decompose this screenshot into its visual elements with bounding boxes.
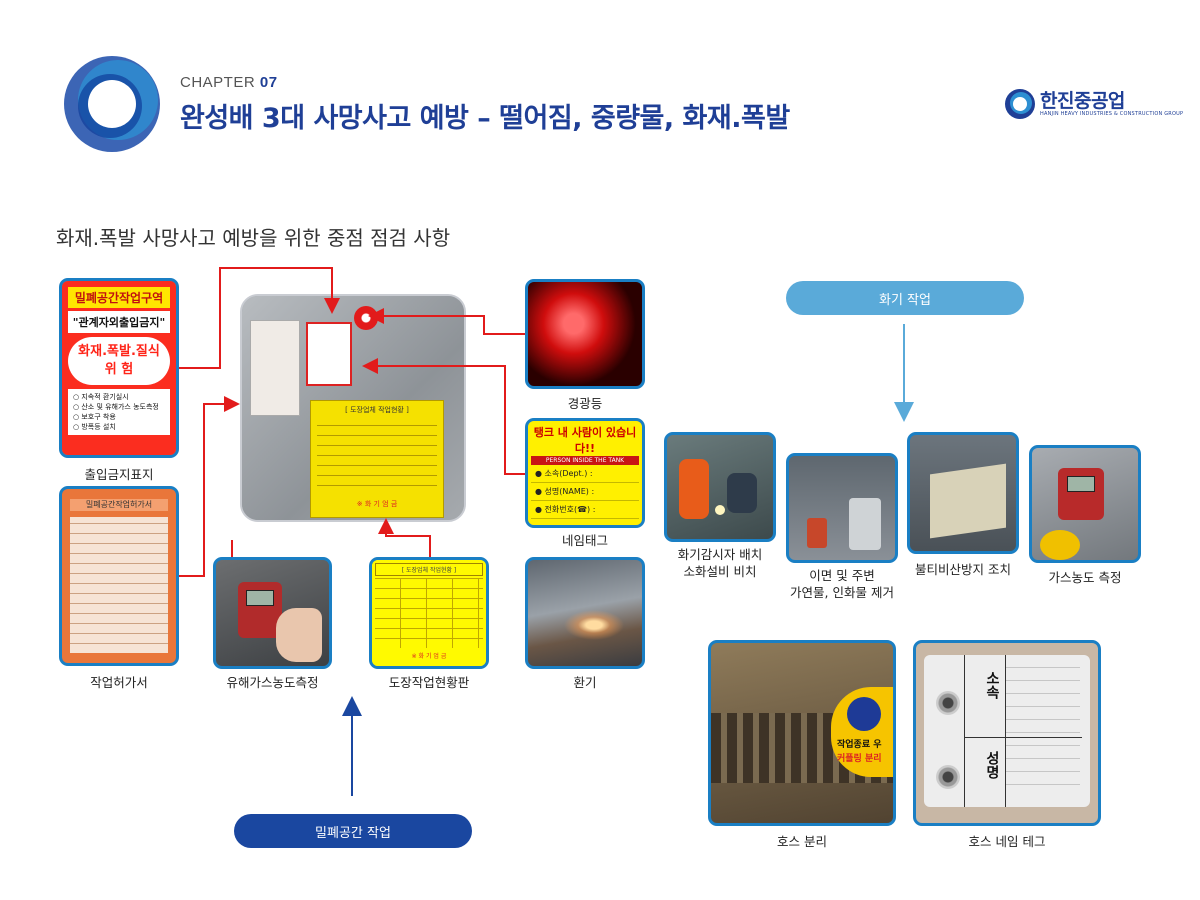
hose-disconnect-sign: 작업종료 우 커플링 분리 [831, 687, 893, 777]
sign-list-item: ○ 지속적 환기실시 [73, 393, 129, 401]
paint-work-status-board-photo: [ 도장업체 작업현황 ] ※ 화 기 엄 금 [369, 557, 489, 669]
confined-space-work-label: 밀폐공간 작업 [234, 814, 472, 848]
sign-notice: "관계자외출입금지" [68, 311, 170, 333]
name-tag-row: ● 전화번호(☎) : [531, 501, 639, 519]
arrow-board [378, 518, 431, 557]
tag-label-strip [964, 655, 1006, 807]
sign-danger-line2: 위 험 [104, 362, 134, 377]
sign-list-item: ○ 산소 및 유해가스 농도측정 [73, 403, 159, 411]
chapter-number: 07 [259, 74, 278, 91]
caption-gas-concentration: 가스농도 측정 [1048, 570, 1122, 585]
hose-disconnect-photo: 작업종료 우 커플링 분리 [708, 640, 896, 826]
hose-sign-text: 작업종료 우 [837, 740, 882, 750]
posted-status-board: [ 도장업체 작업현황 ] ※ 화 기 엄 금 [310, 400, 444, 518]
board-footer: ※ 화 기 엄 금 [411, 653, 447, 660]
sign-list-item: ○ 방폭등 설치 [73, 423, 116, 431]
sign-header: 밀폐공간작업구역 [68, 287, 170, 308]
chapter-text: CHAPTER [180, 74, 256, 91]
permit-form [70, 517, 168, 653]
caption-hose-disconnect: 호스 분리 [777, 834, 827, 849]
grommet-icon [936, 691, 960, 715]
chapter-ring-logo [64, 56, 160, 152]
caption-gas-measurement: 유해가스농도측정 [226, 675, 319, 690]
posted-board-footer: ※ 화 기 엄 금 [356, 500, 398, 508]
combustible-removal-photo [786, 453, 898, 563]
sign-danger: 화재.폭발.질식 위 험 [68, 337, 170, 385]
company-logo-icon [1005, 89, 1035, 119]
chapter-label: CHAPTER 07 [180, 74, 278, 91]
caption-name-tag: 네임태그 [561, 533, 608, 548]
hose-name-tag-photo: 소속 성명 [913, 640, 1101, 826]
name-tag-sign-photo: 탱크 내 사람이 있습니다!! PERSON INSIDE THE TANK ●… [525, 418, 645, 528]
caption-line: 소화설비 비치 [683, 564, 757, 579]
name-tag-row: ● 성명(NAME) : [531, 483, 639, 501]
page-title: 완성배 3대 사망사고 예방 – 떨어짐, 중량물, 화재.폭발 [180, 103, 790, 134]
name-tag-row: ● 소속(Dept.) : [531, 465, 639, 483]
company-name: 한진중공업 [1040, 90, 1125, 112]
sign-list: ○ 지속적 환기실시 ○ 산소 및 유해가스 농도측정 ○ 보호구 착용 ○ 방… [68, 389, 170, 435]
tag-write-lines [1006, 665, 1080, 797]
board-grid [375, 578, 483, 648]
warning-lamp [354, 306, 378, 330]
entry-ban-sign-photo: 밀폐공간작업구역 "관계자외출입금지" 화재.폭발.질식 위 험 ○ 지속적 환… [59, 278, 179, 458]
posted-permit-sheet [250, 320, 300, 416]
sign-list-item: ○ 보호구 착용 [73, 413, 116, 421]
name-tag-header-en: PERSON INSIDE THE TANK [531, 456, 639, 465]
board-header: [ 도장업체 작업현황 ] [375, 563, 483, 576]
caption-ventilation: 환기 [573, 675, 597, 690]
caption-status-board: 도장작업현황판 [388, 675, 470, 690]
posted-board-header: [ 도장업체 작업현황 ] [345, 406, 409, 414]
ventilation-photo [525, 557, 645, 669]
permit-header: 밀폐공간작업허가서 [70, 499, 168, 511]
caption-line: 가연물, 인화물 제거 [790, 585, 894, 600]
caption-fire-watch: 화기감시자 배치 소화설비 비치 [656, 546, 784, 580]
company-subline: HANJIN HEAVY INDUSTRIES & CONSTRUCTION G… [1040, 111, 1184, 117]
caption-line: 이면 및 주변 [809, 568, 875, 583]
caption-entry-sign: 출입금지표지 [84, 467, 154, 482]
tag-label-name: 성명 [984, 751, 1000, 779]
work-permit-photo: 밀폐공간작업허가서 [59, 486, 179, 666]
caption-spark-prevention: 불티비산방지 조치 [915, 562, 1011, 577]
warning-lamp-photo [525, 279, 645, 389]
tag-label-dept: 소속 [984, 671, 1000, 699]
section-title: 화재.폭발 사망사고 예방을 위한 중점 점검 사항 [56, 226, 451, 250]
caption-combustible-removal: 이면 및 주변 가연물, 인화물 제거 [770, 567, 914, 601]
company-logo: 한진중공업 HANJIN HEAVY INDUSTRIES & CONSTRUC… [1004, 86, 1183, 120]
sign-danger-line1: 화재.폭발.질식 [78, 344, 160, 359]
toxic-gas-measurement-photo [213, 557, 332, 669]
confined-space-entrance-photo: [ 도장업체 작업현황 ] ※ 화 기 엄 금 [240, 294, 466, 522]
gas-detector-device [238, 582, 282, 638]
caption-work-permit: 작업허가서 [90, 675, 148, 690]
caption-hose-name-tag: 호스 네임 테그 [968, 834, 1046, 849]
hose-sign-text: 커플링 분리 [837, 754, 882, 764]
spark-prevention-photo [907, 432, 1019, 554]
hot-work-label: 화기 작업 [786, 281, 1024, 315]
posted-entry-sign [306, 322, 352, 386]
grommet-icon [936, 765, 960, 789]
caption-line: 화기감시자 배치 [677, 547, 763, 562]
arrow-work-permit [179, 396, 240, 577]
gas-concentration-photo [1029, 445, 1141, 563]
name-tag-header: 탱크 내 사람이 있습니다!! [531, 424, 639, 456]
fire-watch-photo [664, 432, 776, 542]
caption-warning-lamp: 경광등 [567, 396, 603, 411]
